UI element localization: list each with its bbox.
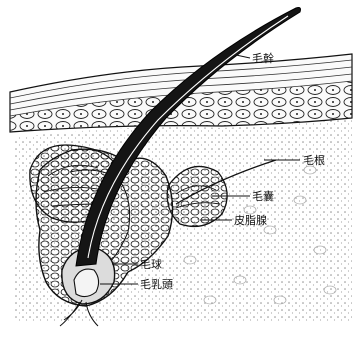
leader-line-hair-shaft [236,55,250,58]
label-hair-papilla: 毛乳頭 [140,278,173,291]
label-hair-shaft: 毛幹 [252,51,274,65]
label-hair-follicle: 毛囊 [252,189,274,203]
label-sebaceous-gland: 皮脂腺 [234,213,267,227]
label-hair-bulb: 毛球 [140,257,162,271]
label-hair-root: 毛根 [303,153,325,167]
